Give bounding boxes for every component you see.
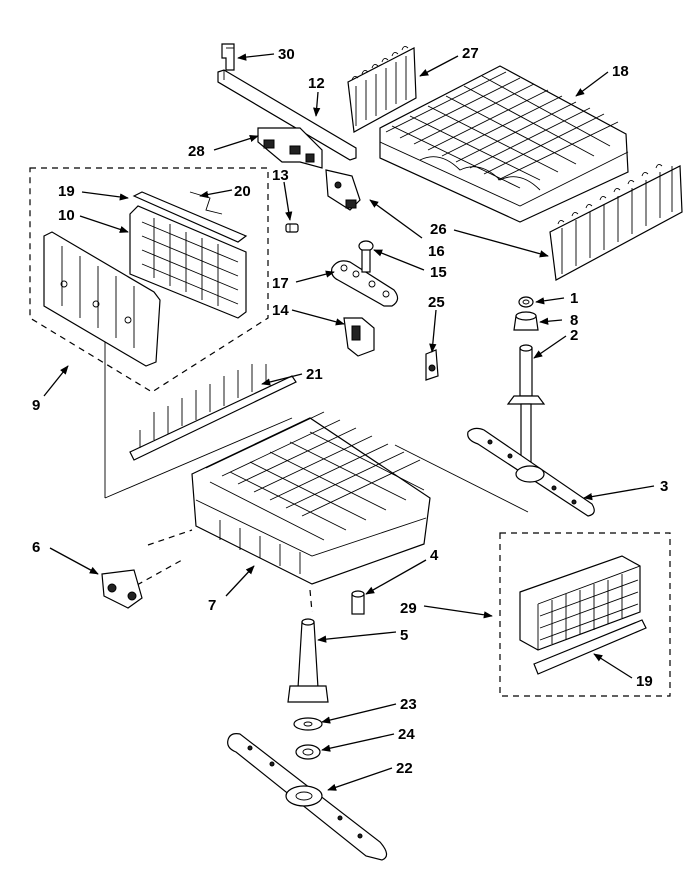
label-14: 14: [272, 302, 289, 319]
label-9: 9: [32, 397, 40, 414]
label-27: 27: [462, 45, 479, 62]
part-30-clip: [221, 43, 235, 71]
part-19-strip-upper: [132, 191, 248, 243]
part-7-lower-rack: [191, 411, 431, 585]
label-29: 29: [400, 600, 417, 617]
part-24-ring: [295, 744, 321, 760]
part-13-screw: [285, 223, 299, 233]
callout-labels: 30 12 28 27 18 13 16 15 17 14 25 26 1 8 …: [32, 45, 668, 777]
part-8-bearing: [513, 311, 539, 331]
part-27-tines: [347, 45, 417, 133]
leader-lines: [43, 53, 655, 791]
part-18-upper-rack: [379, 65, 629, 223]
part-6-wheel: [101, 569, 143, 609]
label-12: 12: [308, 75, 325, 92]
part-28-bracket: [257, 127, 323, 169]
part-23-washer: [293, 717, 323, 731]
label-20: 20: [234, 183, 251, 200]
label-8: 8: [570, 312, 578, 329]
label-1: 1: [570, 290, 578, 307]
label-13: 13: [272, 167, 289, 184]
part-12-rail: [217, 69, 357, 161]
label-21: 21: [306, 366, 323, 383]
guide-lines: [104, 340, 529, 613]
label-4: 4: [430, 547, 439, 564]
part-15-hub: [358, 240, 374, 273]
part-19-strip-lower: [533, 619, 647, 675]
part-25-clip: [425, 349, 439, 381]
part-22-lower-spray-arm: [227, 733, 388, 861]
group-box-9: [29, 167, 269, 393]
label-28: 28: [188, 143, 205, 160]
label-24: 24: [398, 726, 415, 743]
part-3-upper-spray-arm: [467, 403, 595, 517]
label-30: 30: [278, 46, 295, 63]
group-box-29: [499, 532, 671, 697]
part-29-basket: [519, 555, 641, 651]
label-23: 23: [400, 696, 417, 713]
label-17: 17: [272, 275, 289, 292]
part-26-tines: [549, 163, 683, 281]
label-16: 16: [428, 243, 445, 260]
part-1-nut: [518, 296, 534, 308]
label-22: 22: [396, 760, 413, 777]
label-19-lower: 19: [636, 673, 653, 690]
label-19-upper: 19: [58, 183, 75, 200]
label-26: 26: [430, 221, 447, 238]
label-10: 10: [58, 207, 75, 224]
part-basket-shell: [43, 231, 161, 367]
label-5: 5: [400, 627, 408, 644]
label-25: 25: [428, 294, 445, 311]
label-18: 18: [612, 63, 629, 80]
part-21-tines: [129, 364, 297, 461]
label-6: 6: [32, 539, 40, 556]
part-16-plate: [325, 169, 361, 211]
label-7: 7: [208, 597, 216, 614]
part-2-tube: [506, 344, 546, 405]
label-2: 2: [570, 327, 578, 344]
part-4-tube: [351, 590, 365, 615]
part-10-lid: [129, 205, 247, 319]
part-5-manifold: [287, 618, 329, 703]
label-15: 15: [430, 264, 447, 281]
part-14-holder: [343, 317, 375, 357]
label-3: 3: [660, 478, 668, 495]
